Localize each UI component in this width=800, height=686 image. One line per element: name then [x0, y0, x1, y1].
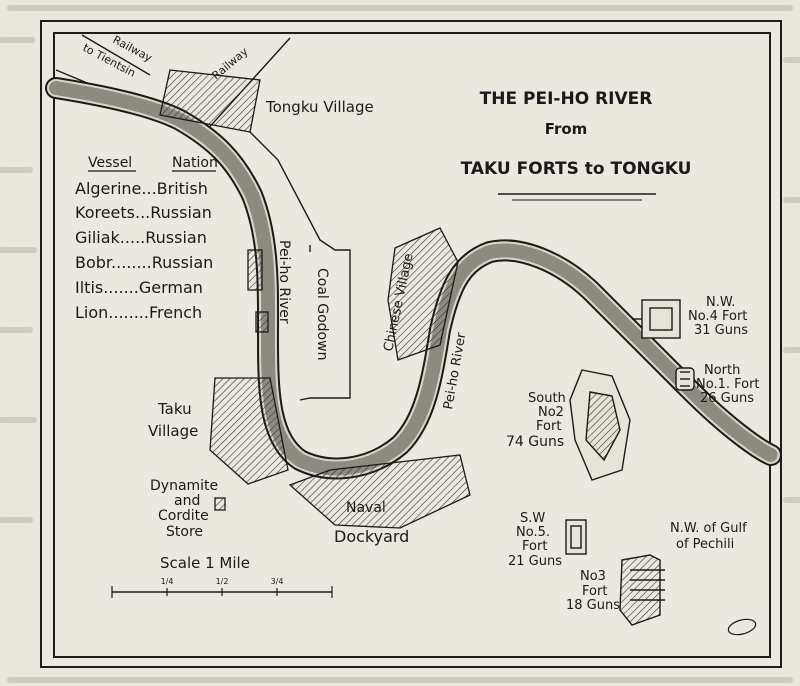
label-taku-village-2: Village — [148, 422, 198, 440]
label-fort-south2-3: Fort — [536, 419, 561, 434]
map-title-line1: THE PEI-HO RIVER — [480, 89, 653, 109]
map-title-line2: From — [545, 120, 588, 138]
scale-tick-three-quarter: 3/4 — [271, 577, 284, 586]
label-fort-sw5-1: S.W — [520, 511, 545, 526]
fort-sw-5 — [565, 519, 587, 555]
legend-row: Koreets...Russian — [75, 203, 212, 222]
compass-mark-icon — [727, 618, 757, 636]
label-fort-nw4-1: N.W. — [706, 295, 735, 310]
taku-village-area — [209, 377, 289, 485]
legend-row: Bobr........Russian — [75, 253, 213, 272]
map-inner-frame — [53, 32, 771, 658]
label-fort-sw5-3: Fort — [522, 539, 547, 554]
pei-ho-river — [45, 77, 782, 480]
label-fort-south2-1: South — [528, 391, 566, 406]
label-fort-north1-2: No.1. Fort — [696, 377, 760, 392]
dynamite-store-box — [214, 497, 226, 511]
map-title-line3: TAKU FORTS to TONGKU — [461, 159, 692, 179]
legend-header-vessel: Vessel — [88, 155, 132, 171]
label-gulf-2: of Pechili — [676, 537, 734, 552]
legend-hatch-box-1 — [247, 249, 263, 291]
vessel-legend: Vessel Nation Algerine...British Koreets… — [75, 155, 218, 322]
label-gulf-1: N.W. of Gulf — [670, 521, 747, 536]
scale-label: Scale 1 Mile — [160, 554, 250, 572]
label-dockyard: Dockyard — [334, 527, 409, 546]
label-fort-no3-3: 18 Guns — [566, 598, 620, 613]
label-taku-village-1: Taku — [157, 400, 192, 418]
naval-dockyard-area — [288, 454, 471, 529]
label-dynamite-2: and — [174, 493, 200, 509]
scale-tick-quarter: 1/4 — [161, 577, 174, 586]
label-fort-nw4-3: 31 Guns — [694, 323, 748, 338]
label-fort-south2-2: No2 — [538, 405, 564, 420]
label-fort-no3-1: No3 — [580, 569, 606, 584]
label-fort-south2-4: 74 Guns — [506, 434, 564, 450]
fort-nw-4 — [632, 299, 681, 339]
label-dynamite-3: Cordite — [158, 508, 209, 524]
scale-bar: Scale 1 Mile 1/4 1/2 3/4 — [111, 554, 333, 598]
hatched-areas — [159, 69, 471, 529]
roads — [249, 131, 351, 401]
legend-row: Giliak.....Russian — [75, 228, 207, 247]
scale-tick-half: 1/2 — [216, 577, 229, 586]
fort-no-3 — [619, 554, 665, 626]
legend-row: Iltis.......German — [75, 278, 203, 297]
legend-row: Lion........French — [75, 303, 202, 322]
label-fort-nw4-2: No.4 Fort — [688, 309, 747, 324]
forts — [565, 299, 695, 626]
fort-north-1 — [675, 367, 695, 391]
label-dynamite-4: Store — [166, 524, 203, 540]
chinese-village-area — [387, 227, 459, 361]
label-fort-sw5-2: No.5. — [516, 525, 550, 540]
label-dynamite-1: Dynamite — [150, 478, 218, 494]
legend-hatch-box-2 — [255, 311, 269, 333]
label-fort-sw5-4: 21 Guns — [508, 554, 562, 569]
label-coal-godown: Coal Godown — [314, 268, 330, 360]
label-tongku-village: Tongku Village — [265, 98, 374, 116]
legend-row: Algerine...British — [75, 179, 208, 198]
label-fort-north1-3: 26 Guns — [700, 391, 754, 406]
label-pei-ho-river-1: Pei-ho River — [276, 240, 292, 324]
fort-south-2 — [569, 369, 631, 481]
label-naval: Naval — [346, 500, 386, 516]
label-fort-no3-2: Fort — [582, 584, 607, 599]
legend-header-nation: Nation — [172, 155, 218, 171]
label-fort-north1-1: North — [704, 363, 740, 378]
